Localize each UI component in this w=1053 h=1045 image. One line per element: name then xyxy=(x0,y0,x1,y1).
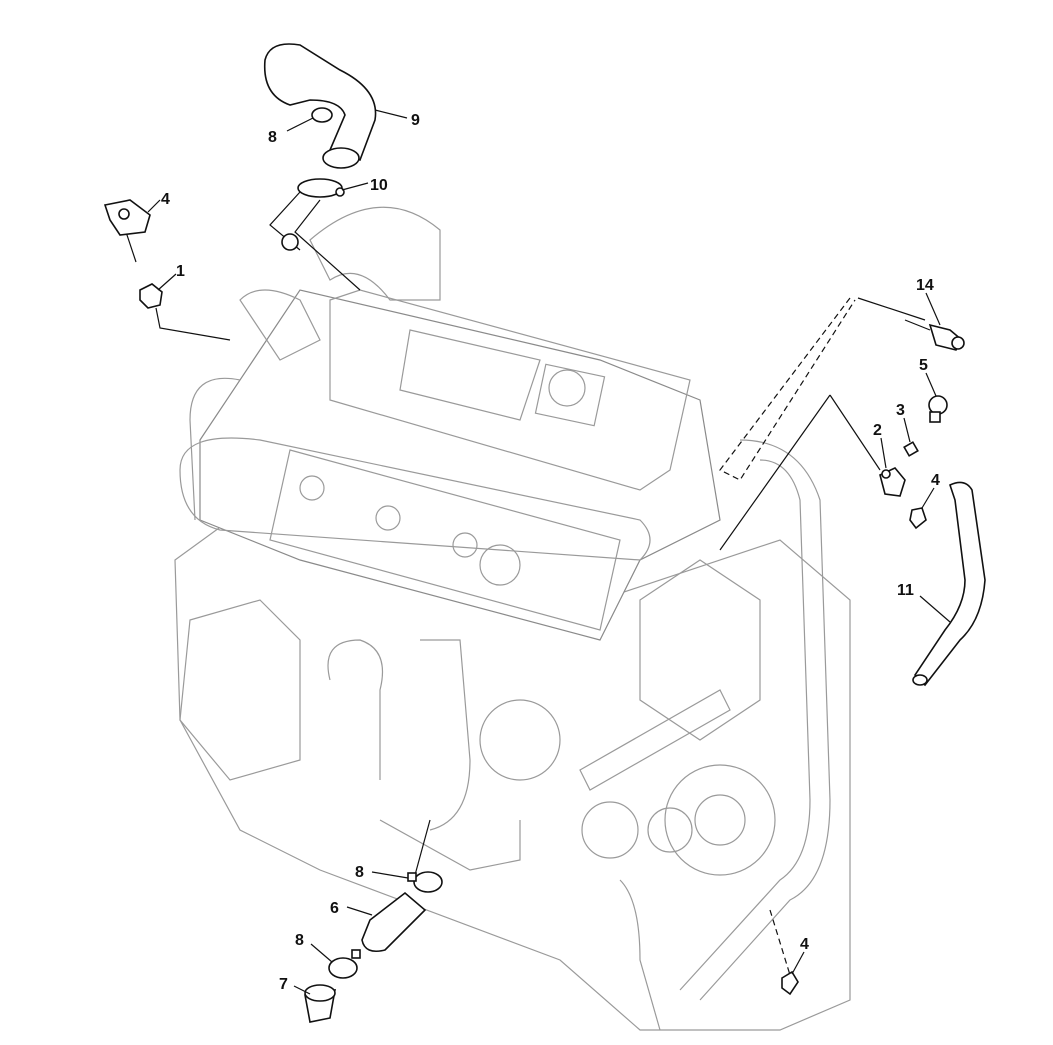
callout-11: 11 xyxy=(897,582,914,599)
part-clamp-10 xyxy=(297,178,345,198)
callout-4: 4 xyxy=(800,936,809,953)
callout-3: 3 xyxy=(896,402,905,419)
callout-14: 14 xyxy=(916,277,934,294)
part-sensor-4-right xyxy=(909,507,927,530)
callout-8: 8 xyxy=(268,129,277,146)
part-tube-7 xyxy=(304,984,336,1023)
callout-4: 4 xyxy=(931,472,940,489)
callout-10: 10 xyxy=(370,177,388,194)
callout-8: 8 xyxy=(295,932,304,949)
callout-5: 5 xyxy=(919,357,928,374)
part-tee-2 xyxy=(879,467,906,497)
part-sender-5 xyxy=(928,395,948,423)
callout-4: 4 xyxy=(161,191,170,208)
part-elbow-top xyxy=(281,233,299,251)
part-fitting-1 xyxy=(139,283,163,309)
callout-9: 9 xyxy=(411,112,420,129)
callout-7: 7 xyxy=(279,976,288,993)
part-sensor-4-bottom xyxy=(781,970,799,996)
part-hose-9 xyxy=(263,43,377,169)
part-clamp-8-lower xyxy=(407,871,443,893)
part-tube-11 xyxy=(912,481,986,687)
leader-lines xyxy=(125,191,926,976)
callout-6: 6 xyxy=(330,900,339,917)
callout-2: 2 xyxy=(873,422,882,439)
callout-pointers xyxy=(147,109,951,995)
engine-ghost-outline xyxy=(174,206,851,1031)
part-hose-6 xyxy=(361,891,427,953)
callout-1: 1 xyxy=(176,263,185,280)
part-sensor-4-top xyxy=(103,199,151,236)
callout-8: 8 xyxy=(355,864,364,881)
part-clamp-8-top xyxy=(311,107,333,123)
part-adapter-3 xyxy=(903,441,919,457)
part-clamp-8-bottom xyxy=(328,949,361,979)
part-sensor-14 xyxy=(904,319,965,351)
